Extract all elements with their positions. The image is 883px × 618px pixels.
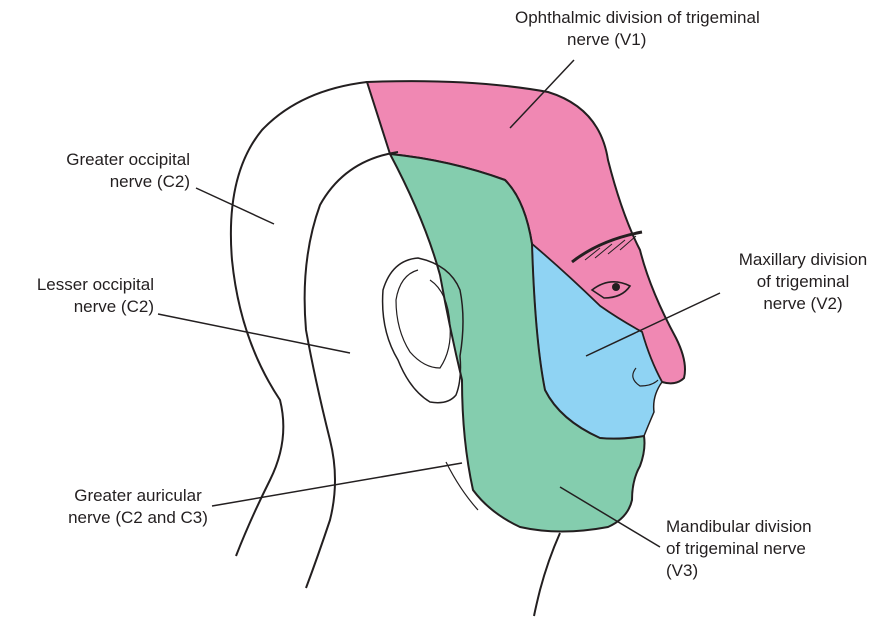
label-ophthalmic-line1: Ophthalmic division of trigeminal	[515, 7, 760, 29]
eye-pupil	[612, 283, 620, 291]
label-greater-occipital-line2: nerve (C2)	[36, 171, 190, 193]
label-greater-occipital: Greater occipital nerve (C2)	[36, 149, 190, 193]
label-greater-occipital-line1: Greater occipital	[36, 149, 190, 171]
label-lesser-occipital: Lesser occipital nerve (C2)	[6, 274, 154, 318]
label-ophthalmic-line2: nerve (V1)	[515, 29, 760, 51]
head-outline-outer	[231, 82, 367, 556]
label-greater-auricular: Greater auricular nerve (C2 and C3)	[58, 485, 218, 529]
label-maxillary-line1: Maxillary division	[722, 249, 883, 271]
label-lesser-occipital-line1: Lesser occipital	[6, 274, 154, 296]
label-greater-auricular-line1: Greater auricular	[58, 485, 218, 507]
label-maxillary-line3: nerve (V2)	[722, 293, 883, 315]
label-maxillary-line2: of trigeminal	[722, 271, 883, 293]
label-ophthalmic: Ophthalmic division of trigeminal nerve …	[515, 7, 760, 51]
label-lesser-occipital-line2: nerve (C2)	[6, 296, 154, 318]
label-mandibular-line2: of trigeminal nerve	[666, 538, 812, 560]
label-mandibular-line3: (V3)	[666, 560, 812, 582]
label-mandibular-line1: Mandibular division	[666, 516, 812, 538]
leader-lesser-occipital	[158, 314, 350, 353]
label-maxillary: Maxillary division of trigeminal nerve (…	[722, 249, 883, 315]
label-mandibular: Mandibular division of trigeminal nerve …	[666, 516, 812, 582]
label-greater-auricular-line2: nerve (C2 and C3)	[58, 507, 218, 529]
neck-line	[534, 533, 560, 616]
head-outline-inner	[305, 152, 398, 588]
leader-greater-auricular	[212, 463, 462, 506]
